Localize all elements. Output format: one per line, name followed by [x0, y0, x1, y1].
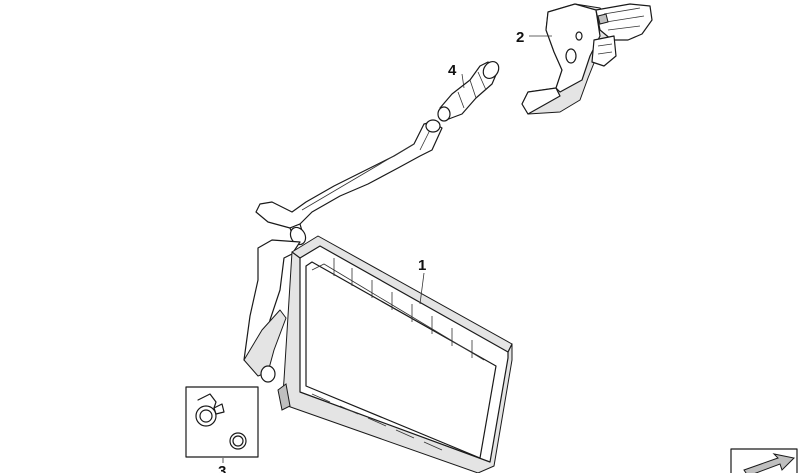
leader-line-1	[419, 272, 425, 305]
clamp-kit-part[interactable]	[185, 386, 259, 458]
hose-assembly	[243, 119, 443, 383]
callout-2: 2	[516, 29, 524, 46]
leader-line-4	[461, 73, 465, 89]
valve-bracket-part[interactable]	[521, 3, 653, 115]
heater-core-part[interactable]	[277, 235, 513, 473]
callout-3: 3	[218, 463, 226, 473]
connector-part[interactable]	[437, 59, 502, 122]
clamp-kit-frame	[185, 386, 259, 458]
direction-arrow-icon[interactable]	[730, 448, 798, 473]
callout-4: 4	[448, 62, 457, 79]
callout-1: 1	[418, 257, 426, 274]
